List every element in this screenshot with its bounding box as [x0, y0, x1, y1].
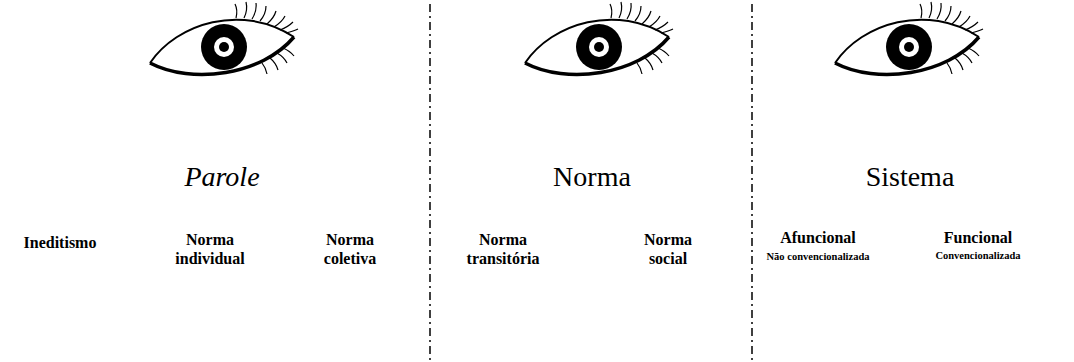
column-divider [429, 4, 431, 362]
column-heading: Norma [553, 160, 631, 194]
column-heading: Parole [184, 160, 259, 194]
category-label: Funcional [944, 228, 1012, 247]
category-note: Não convencionalizada [762, 251, 874, 264]
column-heading: Sistema [866, 160, 955, 194]
category-note: Convencionalizada [935, 250, 1020, 263]
eye-illustration [835, 2, 983, 75]
eye-illustration [150, 2, 298, 75]
category-label: Afuncional [780, 228, 856, 247]
category-label: Ineditismo [24, 233, 97, 252]
category-label: Norma social [630, 230, 706, 268]
category-label: Norma transitória [455, 230, 551, 268]
eye-illustration [525, 2, 673, 75]
category-label: Norma coletiva [308, 230, 392, 268]
category-label: Norma individual [168, 230, 252, 268]
column-divider [751, 4, 753, 362]
